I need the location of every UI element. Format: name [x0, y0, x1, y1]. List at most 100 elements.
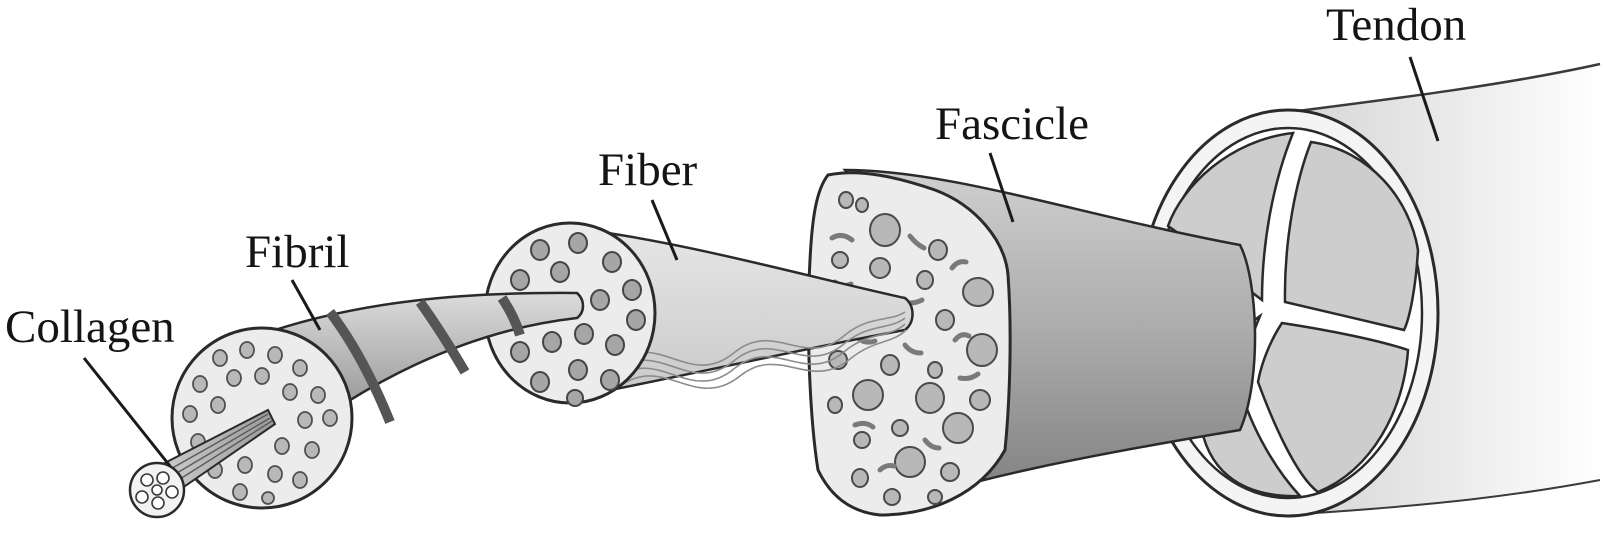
tendon-bottom-edge	[1299, 479, 1601, 515]
fibril-leader-line	[290, 279, 322, 331]
fascicle-fiber-dot	[880, 354, 900, 376]
fascicle-fiber-dot	[869, 257, 891, 279]
fibril-bands	[326, 295, 525, 424]
fascicle-fiber-dot	[915, 382, 945, 414]
fibril-dot	[282, 383, 298, 401]
fascicle-crimp	[902, 342, 924, 356]
collagen-molecule-dot	[140, 473, 154, 487]
fascicle-crimp	[957, 371, 981, 381]
fascicle-crimp	[949, 259, 969, 271]
fascicle-fiber-dot	[852, 379, 884, 411]
fibril-dot	[261, 491, 275, 505]
fiber-dot	[590, 289, 610, 311]
fibril-dot	[267, 465, 283, 483]
fiber-dot	[566, 389, 584, 407]
fibril-dot	[304, 441, 320, 459]
fascicle-crimp	[907, 233, 927, 251]
fascicle-fiber-dot	[831, 251, 849, 269]
collagen-molecule-dot	[151, 484, 163, 496]
fibril-band	[415, 299, 470, 375]
fiber-fibril-line	[614, 311, 906, 366]
fascicle-label: Fascicle	[935, 98, 1089, 150]
fiber-wavy-fibrils	[614, 311, 907, 389]
fascicle-fiber-dot	[966, 333, 998, 367]
fascicle-fiber-dot	[851, 468, 869, 488]
fibril-dot	[292, 359, 308, 377]
fiber-dot	[530, 371, 550, 393]
fibril-dot	[297, 411, 313, 429]
fascicle-fiber-dot	[940, 462, 960, 482]
fibril-dot	[210, 396, 226, 414]
fiber-dot	[622, 279, 642, 301]
fascicle-fiber-dot	[869, 213, 901, 247]
fibril-dot	[274, 437, 290, 455]
fiber-dot	[510, 341, 530, 363]
fibril-dot	[267, 346, 283, 364]
fascicle-fiber-dot	[916, 270, 934, 290]
fiber-leader-line	[650, 199, 679, 261]
fascicle	[806, 168, 1257, 517]
fascicle-fiber-dot	[891, 419, 909, 437]
fibril-dot	[237, 456, 253, 474]
fiber-fibril-line	[614, 317, 906, 374]
fibril-collagen-dots	[182, 341, 338, 505]
fiber-dot	[602, 251, 622, 273]
collagen-triple-helix	[135, 471, 179, 510]
collagen-leader-line	[82, 357, 172, 467]
fibril-dot	[192, 375, 208, 393]
fibril-label: Fibril	[245, 226, 349, 278]
fiber-fibril-dots	[498, 232, 646, 407]
fascicle-fiber-dot	[855, 197, 869, 213]
fascicle-fiber-dot	[894, 446, 926, 478]
fascicle-fiber-dot	[853, 431, 871, 449]
fiber-dot	[510, 269, 530, 291]
fiber-dot	[568, 232, 588, 254]
fibril-shaft	[253, 291, 585, 473]
fiber-dot	[542, 331, 562, 353]
fibril-dot	[212, 349, 228, 367]
fibril	[170, 291, 585, 510]
collagen-label: Collagen	[5, 301, 175, 353]
tendon-compartment	[1256, 321, 1410, 494]
tendon-leader-line	[1408, 56, 1440, 142]
fascicle-fiber-dot	[969, 389, 991, 411]
collagen-molecule-dot	[135, 490, 149, 504]
fiber-dot	[605, 334, 625, 356]
fascicle-fiber-dot	[838, 191, 854, 209]
fiber-dot	[550, 261, 570, 283]
collagen-strand	[159, 413, 269, 476]
fibril-dot	[310, 386, 326, 404]
fibril-dot	[232, 483, 248, 501]
fiber-dot	[568, 359, 588, 381]
tendon-label: Tendon	[1326, 0, 1466, 51]
fiber-shaft	[568, 226, 914, 400]
fiber-dot	[574, 323, 594, 345]
fibril-dot	[322, 409, 338, 427]
fibril-dot	[239, 341, 255, 359]
fiber-label: Fiber	[598, 144, 698, 196]
fibril-dot	[226, 369, 242, 387]
tendon-top-edge	[1297, 62, 1601, 113]
collagen-molecule-dot	[151, 496, 165, 510]
fascicle-crimp	[852, 420, 876, 430]
fascicle-fiber-dot	[927, 489, 943, 505]
fascicle-fiber-dot	[827, 396, 843, 414]
fascicle-fiber-bundles	[827, 191, 998, 506]
tendon-compartment	[1283, 140, 1420, 332]
fascicle-fiber-dot	[942, 412, 974, 444]
fascicle-leader-line	[988, 152, 1015, 223]
fascicle-crimp	[829, 232, 855, 243]
fibril-dot	[292, 471, 308, 489]
collagen-molecule-dot	[156, 471, 170, 485]
fiber-fibril-line	[614, 323, 906, 382]
labels: Tendon Fascicle Fiber Fibril Collagen	[5, 0, 1466, 353]
tendon	[1136, 62, 1601, 518]
fascicle-crimp	[952, 332, 972, 343]
leader-lines	[82, 56, 1440, 467]
fascicle-fiber-dot	[883, 488, 901, 506]
collagen-molecule-dot	[165, 485, 179, 499]
fibril-dot	[254, 367, 270, 385]
fiber-dot	[600, 369, 620, 391]
